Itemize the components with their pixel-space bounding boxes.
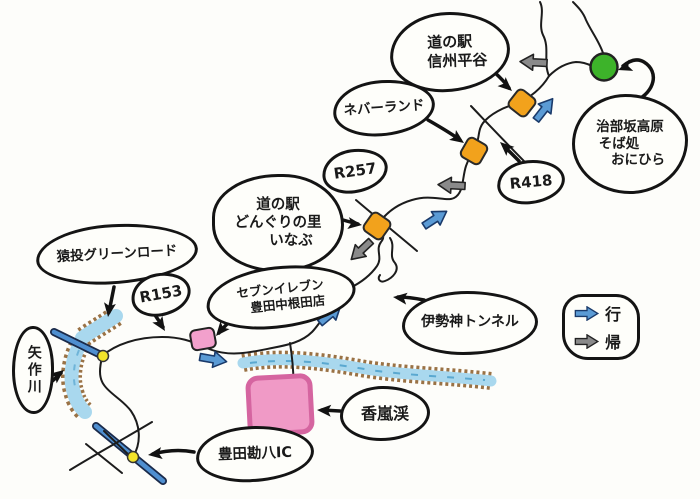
label-donguri-line3: いなぶ [269, 233, 313, 250]
return-direction-arrows [350, 53, 548, 261]
kampachi-ic-dot [126, 450, 140, 464]
label-onihira-line1: 治部坂高原 [596, 118, 664, 135]
label-onihira-line3: おにひら [611, 152, 665, 169]
label-korankei: 香嵐渓 [360, 403, 409, 423]
road-ic-to-river [99, 356, 140, 458]
road-north-branch [515, 1, 551, 105]
tomoe-river-band [237, 350, 497, 390]
return-arrow-inabu [437, 176, 466, 195]
bubble-michinoeki-donguri: 道の駅 どんぐりの里 いなぶ [212, 174, 344, 272]
label-hiraya-line1: 道の駅 [426, 32, 473, 53]
road-ic-rung-1 [85, 443, 123, 474]
label-donguri-line1: 道の駅 [256, 196, 300, 213]
label-donguri-line2: どんぐりの里 [234, 214, 322, 231]
go-arrow-inabu [421, 210, 448, 230]
return-arrow-icon [574, 333, 600, 349]
label-hiraya-line2: 信州平谷 [426, 50, 488, 71]
road-r153 [101, 295, 341, 357]
road-goal-tail [572, 1, 604, 54]
yahagi-river-band [61, 307, 123, 420]
label-isegami: 伊勢神トンネル [421, 314, 519, 331]
label-kampachi: 豊田勘八IC [217, 444, 293, 464]
return-arrow-hiraya [519, 53, 548, 72]
greenroad-junction-dot [96, 349, 110, 363]
map-markers [96, 52, 619, 464]
road-ic-cross [69, 421, 153, 471]
waypoint-inabu-marker [362, 211, 392, 241]
return-arrow-tunnel [350, 237, 375, 261]
go-arrow-hiraya [532, 97, 554, 123]
label-r153: R153 [138, 281, 184, 307]
bubble-korankei: 香嵐渓 [340, 386, 430, 441]
road-switchback-hook [377, 237, 398, 283]
legend-return-row: 帰 [574, 329, 637, 353]
sanage-greenroad-segment [50, 328, 107, 360]
label-r418: R418 [508, 170, 554, 193]
road-to-goal [548, 60, 593, 77]
legend-return-label: 帰 [605, 333, 622, 352]
label-sanage: 猿投グリーンロード [56, 242, 178, 265]
go-arrow-icon [574, 305, 600, 321]
seven-eleven-marker [189, 326, 217, 352]
waypoint-hiraya-marker [507, 88, 537, 118]
bubble-yahagi-river: 矢作川 [12, 326, 54, 414]
waypoint-neverland-marker [459, 136, 489, 166]
label-onihira-line2: そば処 [598, 135, 640, 152]
bubble-onihira: 治部坂高原 そば処 おにひら [572, 94, 688, 194]
legend-go-label: 行 [605, 305, 622, 324]
bubble-isegami-tunnel: 伊勢神トンネル [402, 291, 538, 355]
label-r257: R257 [332, 158, 378, 183]
go-arrow-r153 [198, 350, 228, 369]
destination-onihira-marker [589, 52, 619, 82]
legend-box: 行 帰 [562, 294, 640, 360]
label-yahagi: 矢作川 [25, 344, 42, 396]
road-ic-rung-2 [103, 430, 133, 459]
legend-go-row: 行 [574, 301, 637, 325]
label-neverland: ネバーランド [343, 96, 425, 119]
